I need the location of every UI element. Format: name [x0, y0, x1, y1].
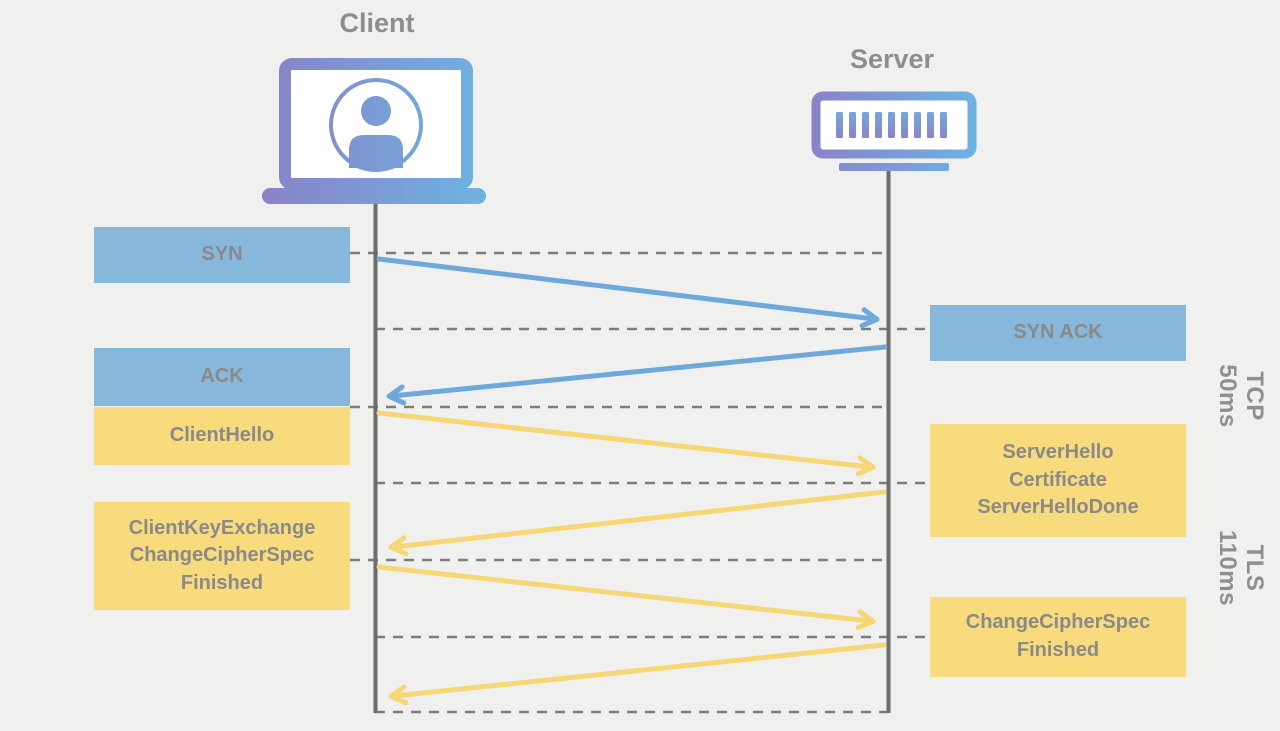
- arrow-cke: [376, 564, 876, 631]
- server-title: Server: [849, 44, 935, 74]
- arrow-synack: [386, 344, 888, 406]
- message-box-clienthello: ClientHello: [94, 407, 350, 465]
- message-box-ack: ACK: [94, 348, 350, 406]
- arrow-serverhello: [388, 489, 887, 557]
- message-arrows: [376, 256, 888, 706]
- laptop-user-icon: [262, 58, 486, 204]
- message-box-clientkeyexchange: ClientKeyExchange ChangeCipherSpec Finis…: [94, 502, 350, 610]
- arrow-syn: [376, 256, 880, 329]
- message-box-changecipherspec: ChangeCipherSpec Finished: [930, 597, 1186, 677]
- dashed-timing-lines: [350, 251, 930, 714]
- server-slot-bars: [836, 112, 947, 138]
- phase-label-tls-110ms: TLS 110ms: [1214, 530, 1268, 606]
- user-shoulders: [349, 135, 403, 168]
- laptop-base: [262, 188, 486, 204]
- arrow-ccs: [388, 642, 887, 706]
- phase-label-tcp-50ms: TCP 50ms: [1214, 364, 1268, 428]
- message-box-syn: SYN: [94, 227, 350, 283]
- user-head: [361, 96, 391, 126]
- client-title: Client: [339, 8, 415, 38]
- server-base: [839, 163, 949, 171]
- server-rack-icon: [811, 91, 977, 171]
- message-box-syn-ack: SYN ACK: [930, 305, 1186, 361]
- arrow-clienthello: [376, 410, 876, 477]
- message-box-serverhello: ServerHello Certificate ServerHelloDone: [930, 424, 1186, 537]
